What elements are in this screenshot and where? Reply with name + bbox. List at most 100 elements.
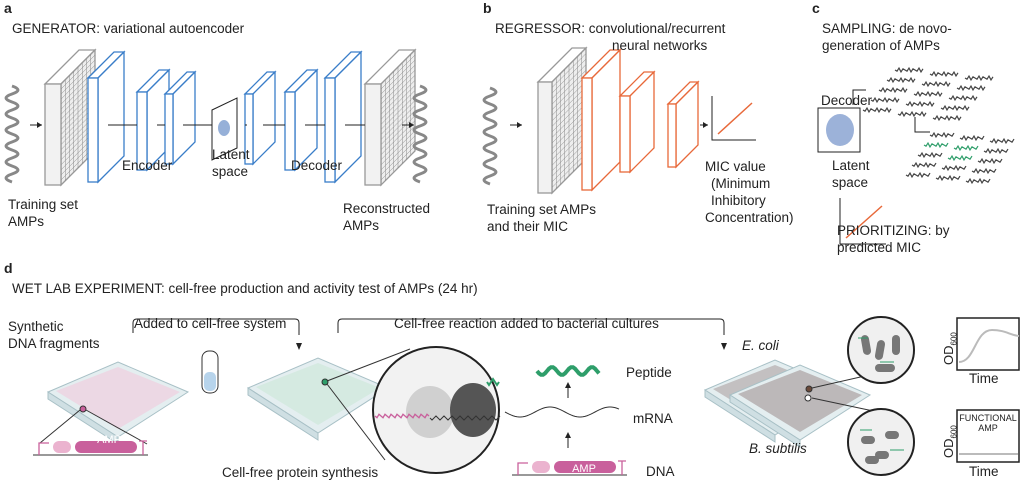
encoder-layer-3-front <box>164 93 174 165</box>
od-label-1: OD600 <box>941 332 959 365</box>
ecoli-label: E. coli <box>742 338 779 353</box>
input-layer-grid <box>60 64 96 100</box>
arrow-head <box>409 122 414 128</box>
output-layer-grid <box>380 135 416 171</box>
zoom-line <box>39 409 81 444</box>
output-layer-grid <box>380 105 416 140</box>
output-layer-grid <box>380 110 416 145</box>
regressor-input-layer-grid <box>551 75 587 110</box>
sampled-sequence <box>956 84 986 92</box>
prioritized-sequence <box>959 134 985 142</box>
c-line <box>845 205 883 239</box>
sampled-sequence <box>897 110 927 118</box>
output-layer-grid <box>380 80 416 115</box>
bracket-arrow-2 <box>337 318 725 335</box>
panel-b-title-2: neural networks <box>612 38 708 53</box>
regressor-input-layer-grid <box>551 119 587 155</box>
input-layer-grid <box>60 59 96 95</box>
regressor-input-layer-grid <box>551 108 587 144</box>
dna-icon-amp <box>554 461 616 473</box>
up-arrow-head <box>565 432 571 438</box>
prioritized-sequence <box>929 131 955 139</box>
prioritized-sequence <box>971 167 997 175</box>
output-layer-grid <box>380 100 416 135</box>
helix-b-icon <box>482 86 498 186</box>
zoom-line <box>811 397 879 413</box>
regressor-input-layer-grid <box>551 136 587 171</box>
c-arrow-2 <box>914 117 930 133</box>
bacterium-icon <box>860 335 872 355</box>
regressor-layer-1-front <box>581 77 593 191</box>
dna-icon-rbs <box>532 461 550 473</box>
c-axes <box>839 198 886 245</box>
amp-gene-label-1: AMP <box>97 434 121 446</box>
c-latent-blob <box>826 114 854 146</box>
prioritized-sequence <box>905 171 931 179</box>
output-layer-grid <box>380 85 416 120</box>
encoder-label: Encoder <box>122 158 173 173</box>
regressor-input-layer-grid <box>551 97 587 133</box>
panel-b-letter: b <box>483 0 492 16</box>
sampled-sequence <box>862 106 892 114</box>
encoder-layer-2-front <box>136 91 148 171</box>
dna-label: DNA <box>646 464 675 479</box>
regressor-input-layer-grid <box>551 131 587 166</box>
sampled-sequence <box>878 86 908 94</box>
panel-c-title: SAMPLING: de novo-generation of AMPs <box>822 21 952 53</box>
mrna-label: mRNA <box>633 411 673 426</box>
input-layer-front <box>44 83 62 186</box>
decoder-layer-1-front <box>244 93 254 165</box>
zoom-line <box>85 409 148 445</box>
bsub-circle <box>847 408 915 476</box>
dna-icon-promoter <box>517 462 528 475</box>
regressor-input-layer-grid <box>551 92 587 127</box>
bsub-well <box>804 394 812 402</box>
dna-icon-terminator <box>618 460 626 475</box>
output-layer-grid <box>380 59 416 95</box>
output-layer-grid <box>380 90 416 125</box>
added-label: Added to cell-free system <box>134 316 287 331</box>
panel-a-title: GENERATOR: variational autoencoder <box>12 21 245 36</box>
dna-construct-promoter <box>38 442 49 455</box>
decoder-layer-3-front <box>324 77 336 183</box>
regressor-input-layer-grid <box>551 58 587 94</box>
prioritized-sequence <box>917 151 943 159</box>
regressor-input-layer-grid <box>551 81 587 116</box>
cell-free-plate-edge <box>247 387 319 441</box>
prioritized-sequence <box>911 161 937 169</box>
c-arrow <box>852 89 866 105</box>
sampled-sequence <box>894 66 924 74</box>
cfps-well <box>321 378 329 386</box>
dna-construct-rbs <box>53 441 71 453</box>
regressor-input-layer-grid <box>551 64 587 99</box>
sampled-sequence <box>913 90 943 98</box>
regressor-layer-3-front <box>667 103 677 168</box>
mrna-strand <box>429 415 501 421</box>
synthesis-label: Cell-free protein synthesis <box>222 465 379 480</box>
peptide-icon <box>535 365 601 377</box>
nascent-peptide <box>486 377 500 387</box>
mic-axes <box>711 96 756 141</box>
zoom-line <box>326 348 411 382</box>
output-layer-grid <box>380 75 416 110</box>
sampled-sequence <box>905 100 935 108</box>
panel-d-title: WET LAB EXPERIMENT: cell-free production… <box>12 281 478 296</box>
output-layer-grid <box>380 130 416 165</box>
tube-liquid <box>204 372 216 391</box>
sampled-sequence <box>929 70 959 78</box>
regressor-input-layer-grid <box>551 142 587 177</box>
prioritized-sequence <box>983 147 1009 155</box>
prioritized-sequence <box>977 157 1003 165</box>
encoder-layer-1-front <box>87 77 99 183</box>
bsub-plate-edge <box>729 394 801 448</box>
decoder-layer-2-front <box>284 91 296 171</box>
arrow-head <box>296 343 302 350</box>
helix-input-icon <box>4 84 20 184</box>
prioritized-sequence <box>989 137 1015 145</box>
ecoli-well <box>805 385 813 393</box>
input-layer-grid <box>60 54 96 90</box>
ribosome-2 <box>450 383 496 437</box>
